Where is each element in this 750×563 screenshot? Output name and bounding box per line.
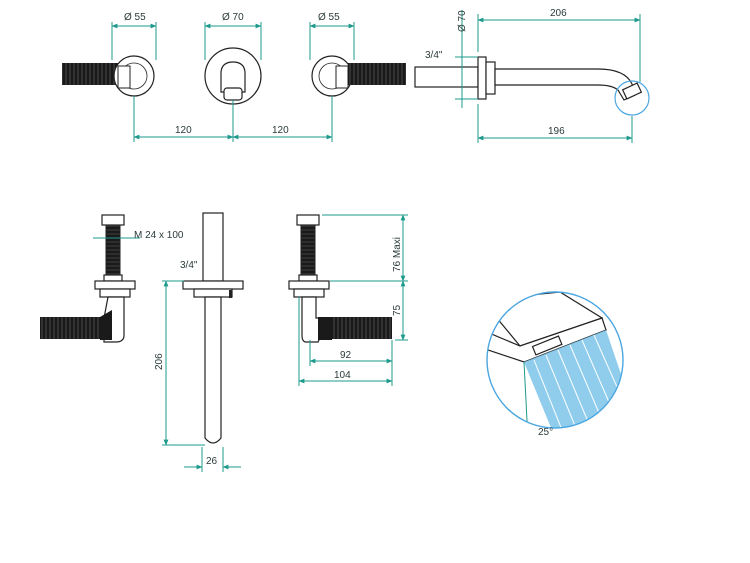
right-diameter-label: Ø 55	[318, 12, 340, 23]
side-thread-label: 3/4"	[425, 50, 443, 61]
spacing-right-label: 120	[272, 125, 289, 136]
valve-front-view: M 24 x 100	[40, 214, 184, 343]
spout-height-label: 206	[154, 353, 165, 370]
total-length-label: 206	[550, 8, 567, 19]
spacing-left-label: 120	[175, 125, 192, 136]
top-view: Ø 55 Ø 70 Ø 55 120 120	[62, 12, 406, 142]
side-diameter-label: Ø 70	[457, 10, 468, 32]
depth-outer-label: 104	[334, 370, 351, 381]
center-diameter-label: Ø 70	[222, 12, 244, 23]
left-diameter-label: Ø 55	[124, 12, 146, 23]
valve-side-view: 76 Maxi 75 92 104	[288, 214, 408, 386]
projection-label: 196	[548, 126, 565, 137]
aerator-detail: 25°	[486, 291, 624, 438]
right-handle-top	[311, 55, 406, 97]
spout-thread-label: 3/4"	[180, 260, 198, 271]
spout-side-view: 3/4" Ø 70 206 196	[414, 8, 650, 143]
detail-marker-circle	[614, 80, 650, 116]
valve-thread-label: M 24 x 100	[134, 230, 184, 241]
spout-front-view: 3/4" 206 26	[154, 212, 244, 472]
max-height-label: 76 Maxi	[392, 237, 403, 272]
valve-height-label: 75	[392, 304, 403, 316]
depth-inner-label: 92	[340, 350, 352, 361]
spout-width-label: 26	[206, 456, 218, 467]
left-handle-top	[62, 55, 155, 97]
angle-label: 25°	[538, 427, 553, 438]
center-spout-top	[204, 47, 262, 105]
